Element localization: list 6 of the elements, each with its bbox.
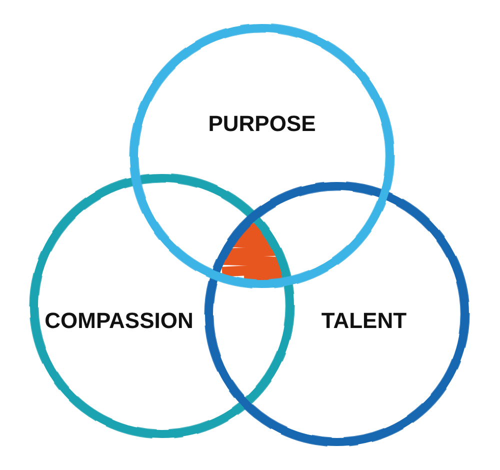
venn-circle xyxy=(203,180,471,448)
circle-label: PURPOSE xyxy=(208,113,316,135)
circle-label: TALENT xyxy=(321,310,407,332)
circle-label: COMPASSION xyxy=(44,310,194,332)
venn-circle xyxy=(128,22,396,290)
venn-circle xyxy=(28,172,296,440)
